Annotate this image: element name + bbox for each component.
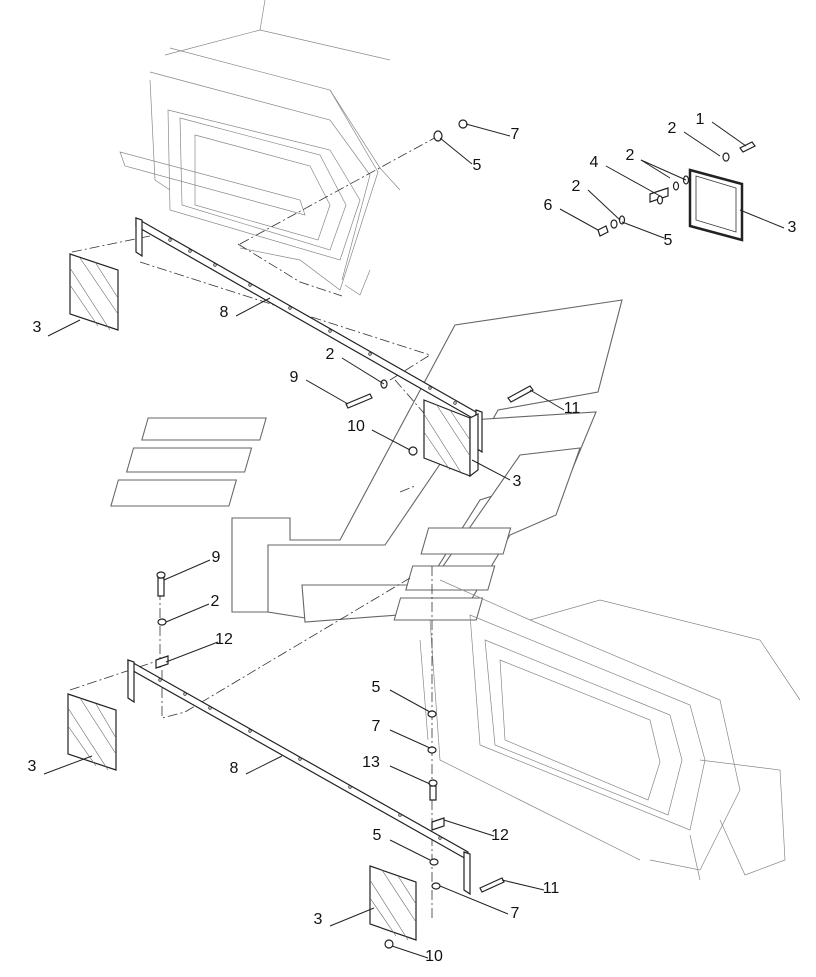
callout-c10b: 10 (425, 948, 443, 965)
callout-c11b: 11 (543, 880, 560, 897)
callout-c3a: 3 (788, 219, 797, 236)
callout-c7a: 7 (511, 126, 520, 143)
callout-c8a: 8 (220, 304, 229, 321)
callout-c1: 1 (696, 111, 705, 128)
callout-c4: 4 (590, 154, 599, 171)
upper-vehicle-outline (119, 0, 401, 296)
callout-c2a: 2 (668, 120, 677, 137)
callout-c7b: 7 (372, 718, 381, 735)
lower-bracket (127, 658, 471, 896)
callout-c9a: 9 (290, 369, 299, 386)
callout-c13: 13 (362, 754, 380, 771)
callout-c9b: 9 (212, 549, 221, 566)
callout-c12a: 12 (215, 631, 233, 648)
callout-c12b: 12 (491, 827, 509, 844)
leader-lines (43, 121, 785, 959)
callout-c5d: 5 (373, 827, 382, 844)
callout-c8b: 8 (230, 760, 239, 777)
callout-c2c: 2 (572, 178, 581, 195)
callout-c11a: 11 (564, 400, 581, 417)
callout-c3d: 3 (28, 758, 37, 775)
reflector-plate-left-upper (69, 253, 119, 331)
callout-c10a: 10 (347, 418, 365, 435)
callout-c2d: 2 (326, 346, 335, 363)
callout-c5a: 5 (664, 232, 673, 249)
callout-c3e: 3 (314, 911, 323, 928)
callout-c7c: 7 (511, 905, 520, 922)
hardware-parts (155, 119, 756, 949)
reflector-plate-right (688, 168, 744, 242)
callout-c3b: 3 (33, 319, 42, 336)
lower-vehicle-outline (419, 579, 801, 881)
callout-c5b: 5 (473, 157, 482, 174)
reflector-plate-left-lower (67, 693, 117, 771)
callout-c3c: 3 (513, 473, 522, 490)
callout-c2e: 2 (211, 593, 220, 610)
callout-c6: 6 (544, 197, 553, 214)
callout-c2b: 2 (626, 147, 635, 164)
watermark-logo (110, 299, 623, 623)
reflector-plate-bottom (369, 865, 417, 941)
callout-c5c: 5 (372, 679, 381, 696)
